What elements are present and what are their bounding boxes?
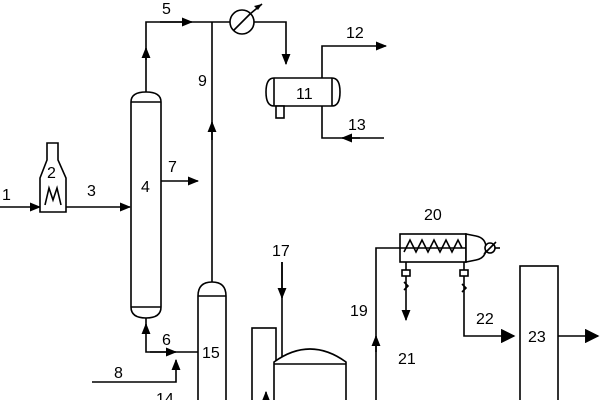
label-21: 21 [398,351,416,368]
column-4 [130,91,162,319]
heat-exchanger-20 [399,233,487,277]
reactor-dome [273,348,347,400]
label-20: 20 [424,207,442,224]
label-17: 17 [272,243,290,260]
tower-23 [519,265,559,400]
stream-8-line [92,358,181,383]
vessel-15 [197,281,227,400]
label-1: 1 [2,187,11,204]
label-11: 11 [296,86,313,103]
stream-6-line [145,318,198,353]
control-valve [483,241,497,255]
label-23: 23 [528,329,546,346]
label-19: 19 [350,303,368,320]
label-9: 9 [198,73,207,90]
label-13: 13 [348,117,366,134]
tall-unit [251,327,277,400]
label-3: 3 [87,183,96,200]
stream-19-line [375,247,400,400]
label-7: 7 [168,159,177,176]
label-22: 22 [476,311,494,328]
label-14: 14 [156,391,174,400]
label-6: 6 [162,332,171,349]
condenser [229,3,263,35]
reflux-drum-11 [265,77,341,119]
stream-22-line [463,276,516,344]
condenser-outlet-line [254,21,291,66]
stream-13-line [321,106,384,139]
label-15: 15 [202,345,220,362]
label-2: 2 [47,165,56,182]
label-4: 4 [141,179,150,196]
label-12: 12 [346,25,364,42]
stream-5-line [145,21,230,92]
label-5: 5 [162,1,171,18]
label-8: 8 [114,365,123,382]
stream-12-line [321,41,388,78]
furnace-2 [39,142,67,213]
